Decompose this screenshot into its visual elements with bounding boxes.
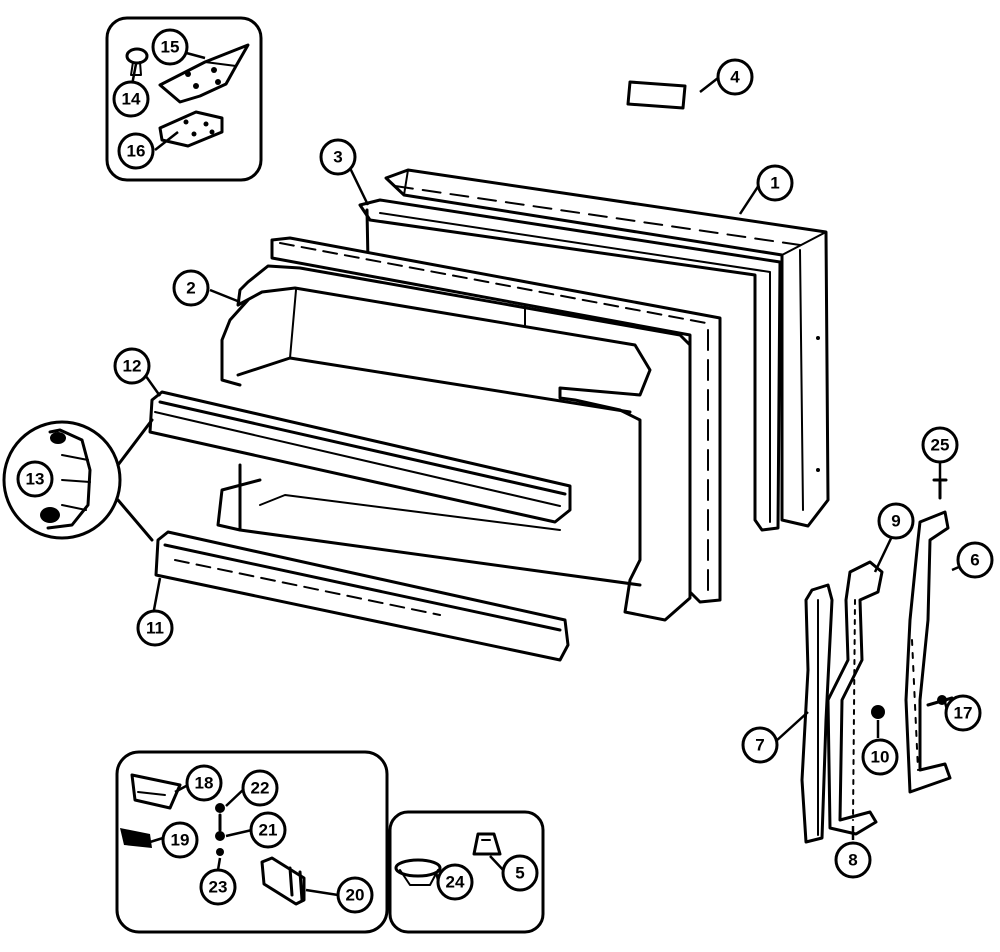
part-7-strip bbox=[800, 583, 834, 844]
callout-8: 8 bbox=[834, 841, 872, 879]
handle-parts-inset bbox=[115, 750, 389, 934]
callout-6: 6 bbox=[956, 541, 994, 579]
callout-11: 11 bbox=[136, 609, 174, 647]
callout-2: 2 bbox=[172, 269, 210, 307]
callout-label: 15 bbox=[161, 38, 180, 57]
callout-24: 24 bbox=[436, 863, 474, 901]
callout-label: 7 bbox=[755, 736, 764, 755]
callout-label: 16 bbox=[127, 142, 146, 161]
callout-18: 18 bbox=[185, 764, 223, 802]
callout-label: 9 bbox=[891, 512, 900, 531]
callout-17: 17 bbox=[944, 694, 982, 732]
callout-5: 5 bbox=[501, 854, 539, 892]
callout-21: 21 bbox=[249, 811, 287, 849]
part-4-panel bbox=[626, 80, 687, 110]
callout-15: 15 bbox=[151, 28, 189, 66]
callout-label: 4 bbox=[730, 68, 740, 87]
callout-label: 10 bbox=[871, 748, 890, 767]
callout-label: 12 bbox=[123, 357, 142, 376]
callout-label: 13 bbox=[26, 470, 45, 489]
part-2-inner-liner bbox=[216, 236, 722, 622]
callout-1: 1 bbox=[756, 164, 794, 202]
callout-label: 20 bbox=[346, 886, 365, 905]
callout-label: 25 bbox=[931, 436, 950, 455]
callout-9: 9 bbox=[877, 502, 915, 540]
callout-25: 25 bbox=[921, 426, 959, 464]
callout-23: 23 bbox=[199, 868, 237, 906]
callout-10: 10 bbox=[861, 738, 899, 776]
callout-label: 1 bbox=[770, 174, 779, 193]
callout-22: 22 bbox=[241, 769, 279, 807]
callout-label: 3 bbox=[333, 148, 342, 167]
callout-label: 5 bbox=[515, 864, 524, 883]
cap-parts-inset bbox=[388, 810, 545, 934]
callout-label: 24 bbox=[446, 873, 465, 892]
part-8-bracket bbox=[826, 560, 884, 836]
callout-label: 8 bbox=[848, 851, 857, 870]
callout-label: 22 bbox=[251, 779, 270, 798]
callout-16: 16 bbox=[117, 132, 155, 170]
callout-20: 20 bbox=[336, 876, 374, 914]
callout-label: 18 bbox=[195, 774, 214, 793]
callout-3: 3 bbox=[319, 138, 357, 176]
leader-lines bbox=[130, 45, 976, 897]
part-12-upper-bar bbox=[148, 390, 572, 524]
callout-13: 13 bbox=[16, 460, 54, 498]
part-13-detail bbox=[2, 418, 154, 542]
part-6-bracket bbox=[904, 510, 952, 794]
callout-label: 23 bbox=[209, 878, 228, 897]
callout-label: 21 bbox=[259, 821, 278, 840]
callout-12: 12 bbox=[113, 347, 151, 385]
callout-label: 19 bbox=[171, 831, 190, 850]
callout-14: 14 bbox=[112, 80, 150, 118]
callout-label: 14 bbox=[122, 90, 141, 109]
part-1-door-panel bbox=[384, 168, 830, 528]
callout-19: 19 bbox=[161, 821, 199, 859]
callout-4: 4 bbox=[716, 58, 754, 96]
callout-7: 7 bbox=[741, 726, 779, 764]
callout-label: 17 bbox=[954, 704, 973, 723]
callout-label: 6 bbox=[970, 551, 979, 570]
part-11-lower-bar bbox=[154, 530, 570, 662]
callout-label: 2 bbox=[186, 279, 195, 298]
hinge-parts-inset bbox=[105, 16, 263, 182]
callout-label: 11 bbox=[146, 619, 164, 638]
